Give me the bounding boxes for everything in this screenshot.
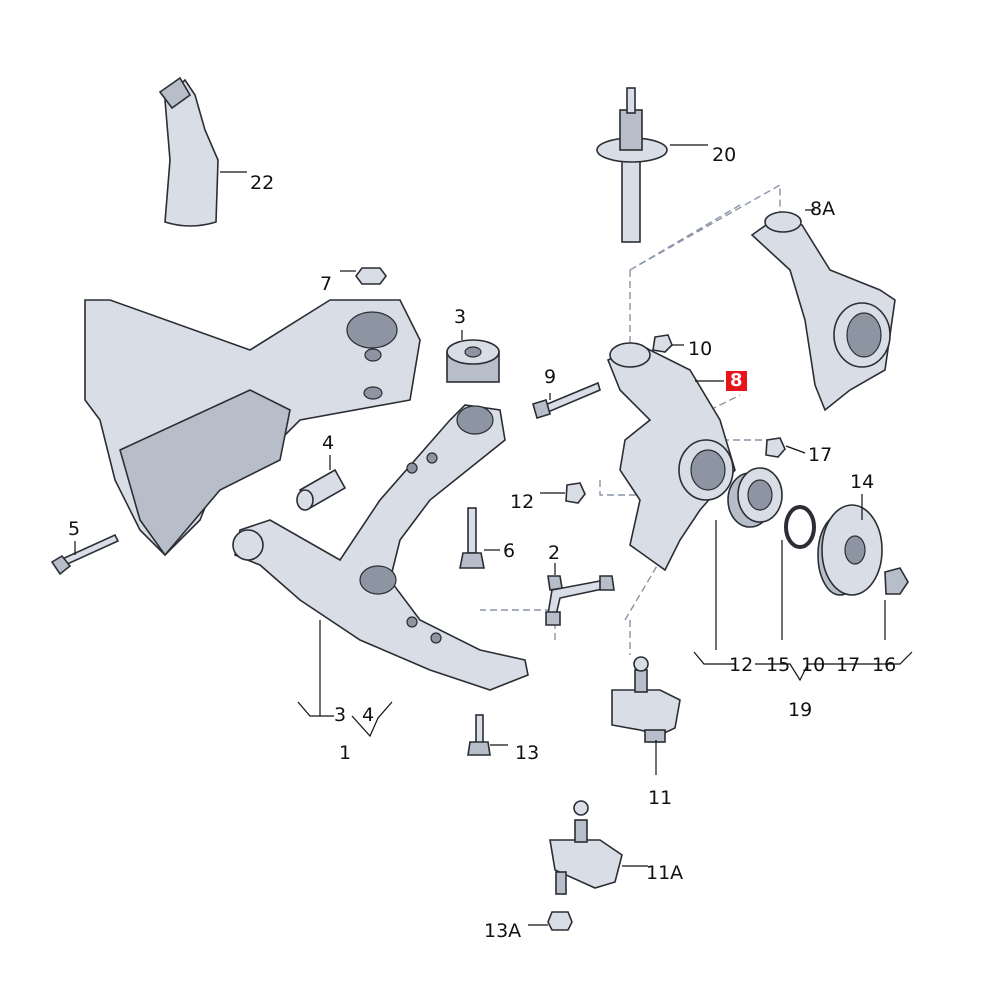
callout-19-10: 10 <box>801 654 826 676</box>
part-13-bolt <box>467 714 491 756</box>
part-3-bushing <box>446 339 500 383</box>
part-4-bushing <box>296 468 347 511</box>
part-14-wheel-hub <box>817 504 909 596</box>
part-22-grease-tube <box>158 76 219 227</box>
part-subframe <box>84 299 421 557</box>
part-2-link <box>545 575 615 626</box>
callout-19-17: 17 <box>836 654 861 676</box>
part-8a-steering-knuckle <box>750 211 896 412</box>
part-12-nut <box>565 482 586 504</box>
callout-4: 4 <box>322 432 335 454</box>
callout-8a: 8A <box>810 198 836 220</box>
callout-17: 17 <box>808 444 833 466</box>
part-5-bolt <box>50 533 120 576</box>
part-9-bolt <box>532 381 601 420</box>
part-7-nut <box>355 267 387 285</box>
callout-13: 13 <box>515 742 540 764</box>
part-11-ball-joint <box>611 656 681 743</box>
callout-9: 9 <box>544 366 557 388</box>
part-13a-nut <box>547 911 573 931</box>
part-17-nut <box>765 437 786 458</box>
part-10-nut <box>652 334 673 353</box>
callout-19: 19 <box>788 699 813 721</box>
leader-lines <box>74 144 913 926</box>
part-8-steering-knuckle <box>606 342 736 572</box>
callout-19-16: 16 <box>872 654 897 676</box>
callout-3: 3 <box>454 306 467 328</box>
callout-6: 6 <box>503 540 516 562</box>
part-circlip <box>784 505 816 549</box>
callout-4-group: 4 <box>362 704 375 726</box>
callout-2: 2 <box>548 542 561 564</box>
callout-8-highlighted[interactable]: 8 <box>726 371 747 391</box>
part-1-control-arm <box>232 404 529 691</box>
callout-19-12: 12 <box>729 654 754 676</box>
callout-20: 20 <box>712 144 737 166</box>
part-20-strut-mount <box>596 87 668 243</box>
callout-5: 5 <box>68 518 81 540</box>
part-11a-ball-joint <box>547 800 623 931</box>
callout-7: 7 <box>320 273 333 295</box>
callout-13a: 13A <box>484 920 522 942</box>
callout-12: 12 <box>510 491 535 513</box>
callout-14: 14 <box>850 471 875 493</box>
callout-11a: 11A <box>646 862 684 884</box>
callout-19-15: 15 <box>766 654 791 676</box>
part-bearing <box>727 467 783 528</box>
callout-1: 1 <box>339 742 352 764</box>
callout-22: 22 <box>250 172 275 194</box>
callout-11: 11 <box>648 787 673 809</box>
assembly-lines <box>480 183 781 655</box>
callout-10: 10 <box>688 338 713 360</box>
part-6-bolt <box>459 507 485 569</box>
callout-3-group: 3 <box>334 704 347 726</box>
